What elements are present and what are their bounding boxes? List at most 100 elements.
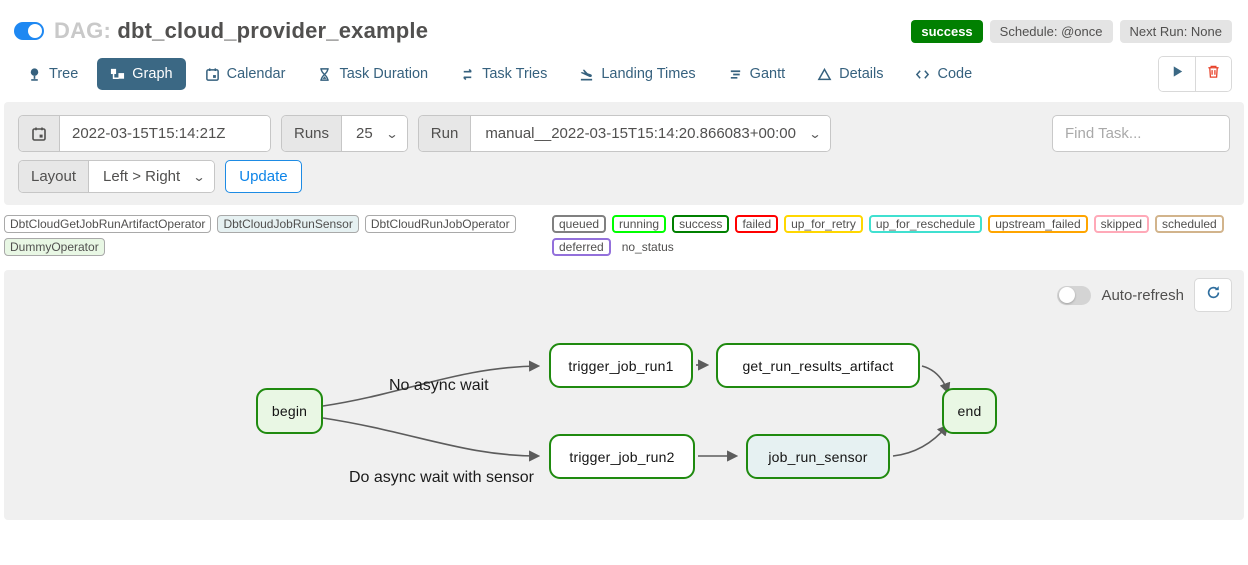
layout-select[interactable]: Left > Right ⌄ [89, 161, 215, 192]
hourglass-icon [317, 67, 332, 82]
state-badge[interactable]: up_for_retry [784, 215, 863, 233]
view-tabs: Tree Graph Calendar Task Duration Task Tries… [14, 58, 985, 90]
find-task-input[interactable] [1052, 115, 1230, 152]
runs-group: Runs 25 ⌄ [281, 115, 408, 152]
run-group: Run manual__2022-03-15T15:14:20.866083+0… [417, 115, 832, 152]
header-badges: success Schedule: @once Next Run: None [911, 19, 1232, 43]
filter-row-1: Runs 25 ⌄ Run manual__2022-03-15T15:14:2… [18, 115, 1230, 152]
state-badge[interactable]: no_status [616, 238, 679, 256]
operator-badge[interactable]: DbtCloudGetJobRunArtifactOperator [4, 215, 212, 233]
runs-select[interactable]: 25 ⌄ [342, 116, 407, 151]
node-begin[interactable]: begin [256, 388, 323, 434]
state-badge[interactable]: deferred [552, 238, 611, 256]
runs-select-value: 25 [356, 125, 373, 142]
tab-graph[interactable]: Graph [97, 58, 186, 90]
edge-begin-to-trigger_job_run2 [322, 417, 541, 462]
dag-graph-canvas[interactable]: Auto-refresh begin trigger_job_run1 get_ru… [4, 270, 1244, 520]
layout-group: Layout Left > Right ⌄ [18, 160, 216, 193]
node-get_run_results_artifact[interactable]: get_run_results_artifact [716, 343, 920, 388]
calendar-addon-icon [19, 116, 60, 151]
tab-label: Details [839, 66, 884, 82]
state-legend: queued running success failed up_for_retry up… [552, 215, 1244, 256]
tab-label: Code [937, 66, 973, 82]
plane-landing-icon [579, 67, 594, 82]
run-select[interactable]: manual__2022-03-15T15:14:20.866083+00:00… [471, 116, 831, 151]
play-icon [1170, 64, 1185, 84]
dag-pause-toggle[interactable] [14, 22, 44, 40]
state-badge[interactable]: skipped [1093, 215, 1149, 233]
chevron-down-icon: ⌄ [192, 169, 206, 184]
tab-label: Graph [132, 66, 173, 82]
tab-label: Calendar [226, 66, 286, 82]
tab-label: Task Duration [339, 66, 429, 82]
update-button[interactable]: Update [225, 160, 302, 193]
operator-legend: DbtCloudGetJobRunArtifactOperator DbtClou… [4, 215, 552, 256]
node-end[interactable]: end [942, 388, 997, 434]
tab-task-tries[interactable]: Task Tries [447, 58, 560, 90]
base-date-input[interactable] [60, 116, 270, 151]
edge-job_run_sensor-to-end [892, 424, 949, 457]
filter-row-2: Layout Left > Right ⌄ Update [18, 160, 1230, 193]
node-trigger_job_run2[interactable]: trigger_job_run2 [549, 434, 695, 479]
state-badge[interactable]: scheduled [1155, 215, 1224, 233]
state-badge[interactable]: failed [735, 215, 779, 233]
layout-select-value: Left > Right [103, 168, 181, 185]
tab-task-duration[interactable]: Task Duration [304, 58, 441, 90]
operator-badge[interactable]: DummyOperator [4, 238, 105, 256]
node-trigger_job_run1[interactable]: trigger_job_run1 [549, 343, 693, 388]
schedule-badge: Schedule: @once [989, 19, 1113, 43]
tab-label: Task Tries [482, 66, 548, 82]
tab-label: Gantt [749, 66, 786, 82]
refresh-button[interactable] [1194, 278, 1232, 312]
edge-label: Do async wait with sensor [349, 469, 534, 486]
state-badge[interactable]: running [612, 215, 667, 233]
tab-landing-times[interactable]: Landing Times [566, 58, 708, 90]
tab-tree[interactable]: Tree [14, 58, 91, 90]
repeat-icon [460, 67, 475, 82]
graph-icon [110, 67, 125, 82]
tab-code[interactable]: Code [902, 58, 985, 90]
dag-action-group [1158, 56, 1232, 92]
filter-panel: Runs 25 ⌄ Run manual__2022-03-15T15:14:2… [4, 102, 1244, 205]
edge-get_run_results_artifact-to-end [921, 365, 951, 395]
run-label: Run [418, 116, 472, 151]
tab-label: Tree [49, 66, 79, 82]
operator-badge[interactable]: DbtCloudRunJobOperator [364, 215, 516, 233]
state-badge[interactable]: success [672, 215, 730, 233]
page-title: DAG: dbt_cloud_provider_example [54, 18, 428, 44]
base-date-group [18, 115, 271, 152]
operator-badge[interactable]: DbtCloudJobRunSensor [217, 215, 359, 233]
gantt-icon [728, 67, 743, 82]
state-badge[interactable]: up_for_reschedule [868, 215, 983, 233]
graph-toolbar: Auto-refresh [1057, 278, 1232, 312]
view-tabbar: Tree Graph Calendar Task Duration Task Tries… [0, 54, 1248, 98]
edge-label: No async wait [389, 377, 489, 394]
tab-label: Landing Times [601, 66, 696, 82]
state-badge[interactable]: queued [552, 215, 607, 233]
runs-label: Runs [282, 116, 343, 151]
state-badge[interactable]: upstream_failed [988, 215, 1088, 233]
toggle-knob [1059, 287, 1076, 303]
run-select-value: manual__2022-03-15T15:14:20.866083+00:00 [485, 125, 796, 142]
dag-edges [322, 359, 951, 462]
legend: DbtCloudGetJobRunArtifactOperator DbtClou… [0, 205, 1248, 262]
dag-name: dbt_cloud_provider_example [117, 18, 429, 43]
chevron-down-icon: ⌄ [385, 126, 399, 141]
tab-calendar[interactable]: Calendar [192, 58, 299, 90]
tree-icon [27, 67, 42, 82]
calendar-icon [205, 67, 220, 82]
layout-label: Layout [19, 161, 90, 192]
triangle-icon [817, 67, 832, 82]
tab-details[interactable]: Details [804, 58, 896, 90]
auto-refresh-toggle[interactable] [1057, 285, 1092, 305]
refresh-icon [1206, 285, 1221, 305]
status-badge: success [911, 19, 983, 43]
trash-icon [1206, 64, 1221, 84]
next-run-badge: Next Run: None [1119, 19, 1232, 43]
toggle-knob [28, 24, 42, 38]
trigger-dag-button[interactable] [1159, 57, 1195, 91]
tab-gantt[interactable]: Gantt [715, 58, 798, 90]
dag-header: DAG: dbt_cloud_provider_example success … [0, 0, 1248, 54]
delete-dag-button[interactable] [1195, 57, 1231, 91]
node-job_run_sensor[interactable]: job_run_sensor [746, 434, 890, 479]
